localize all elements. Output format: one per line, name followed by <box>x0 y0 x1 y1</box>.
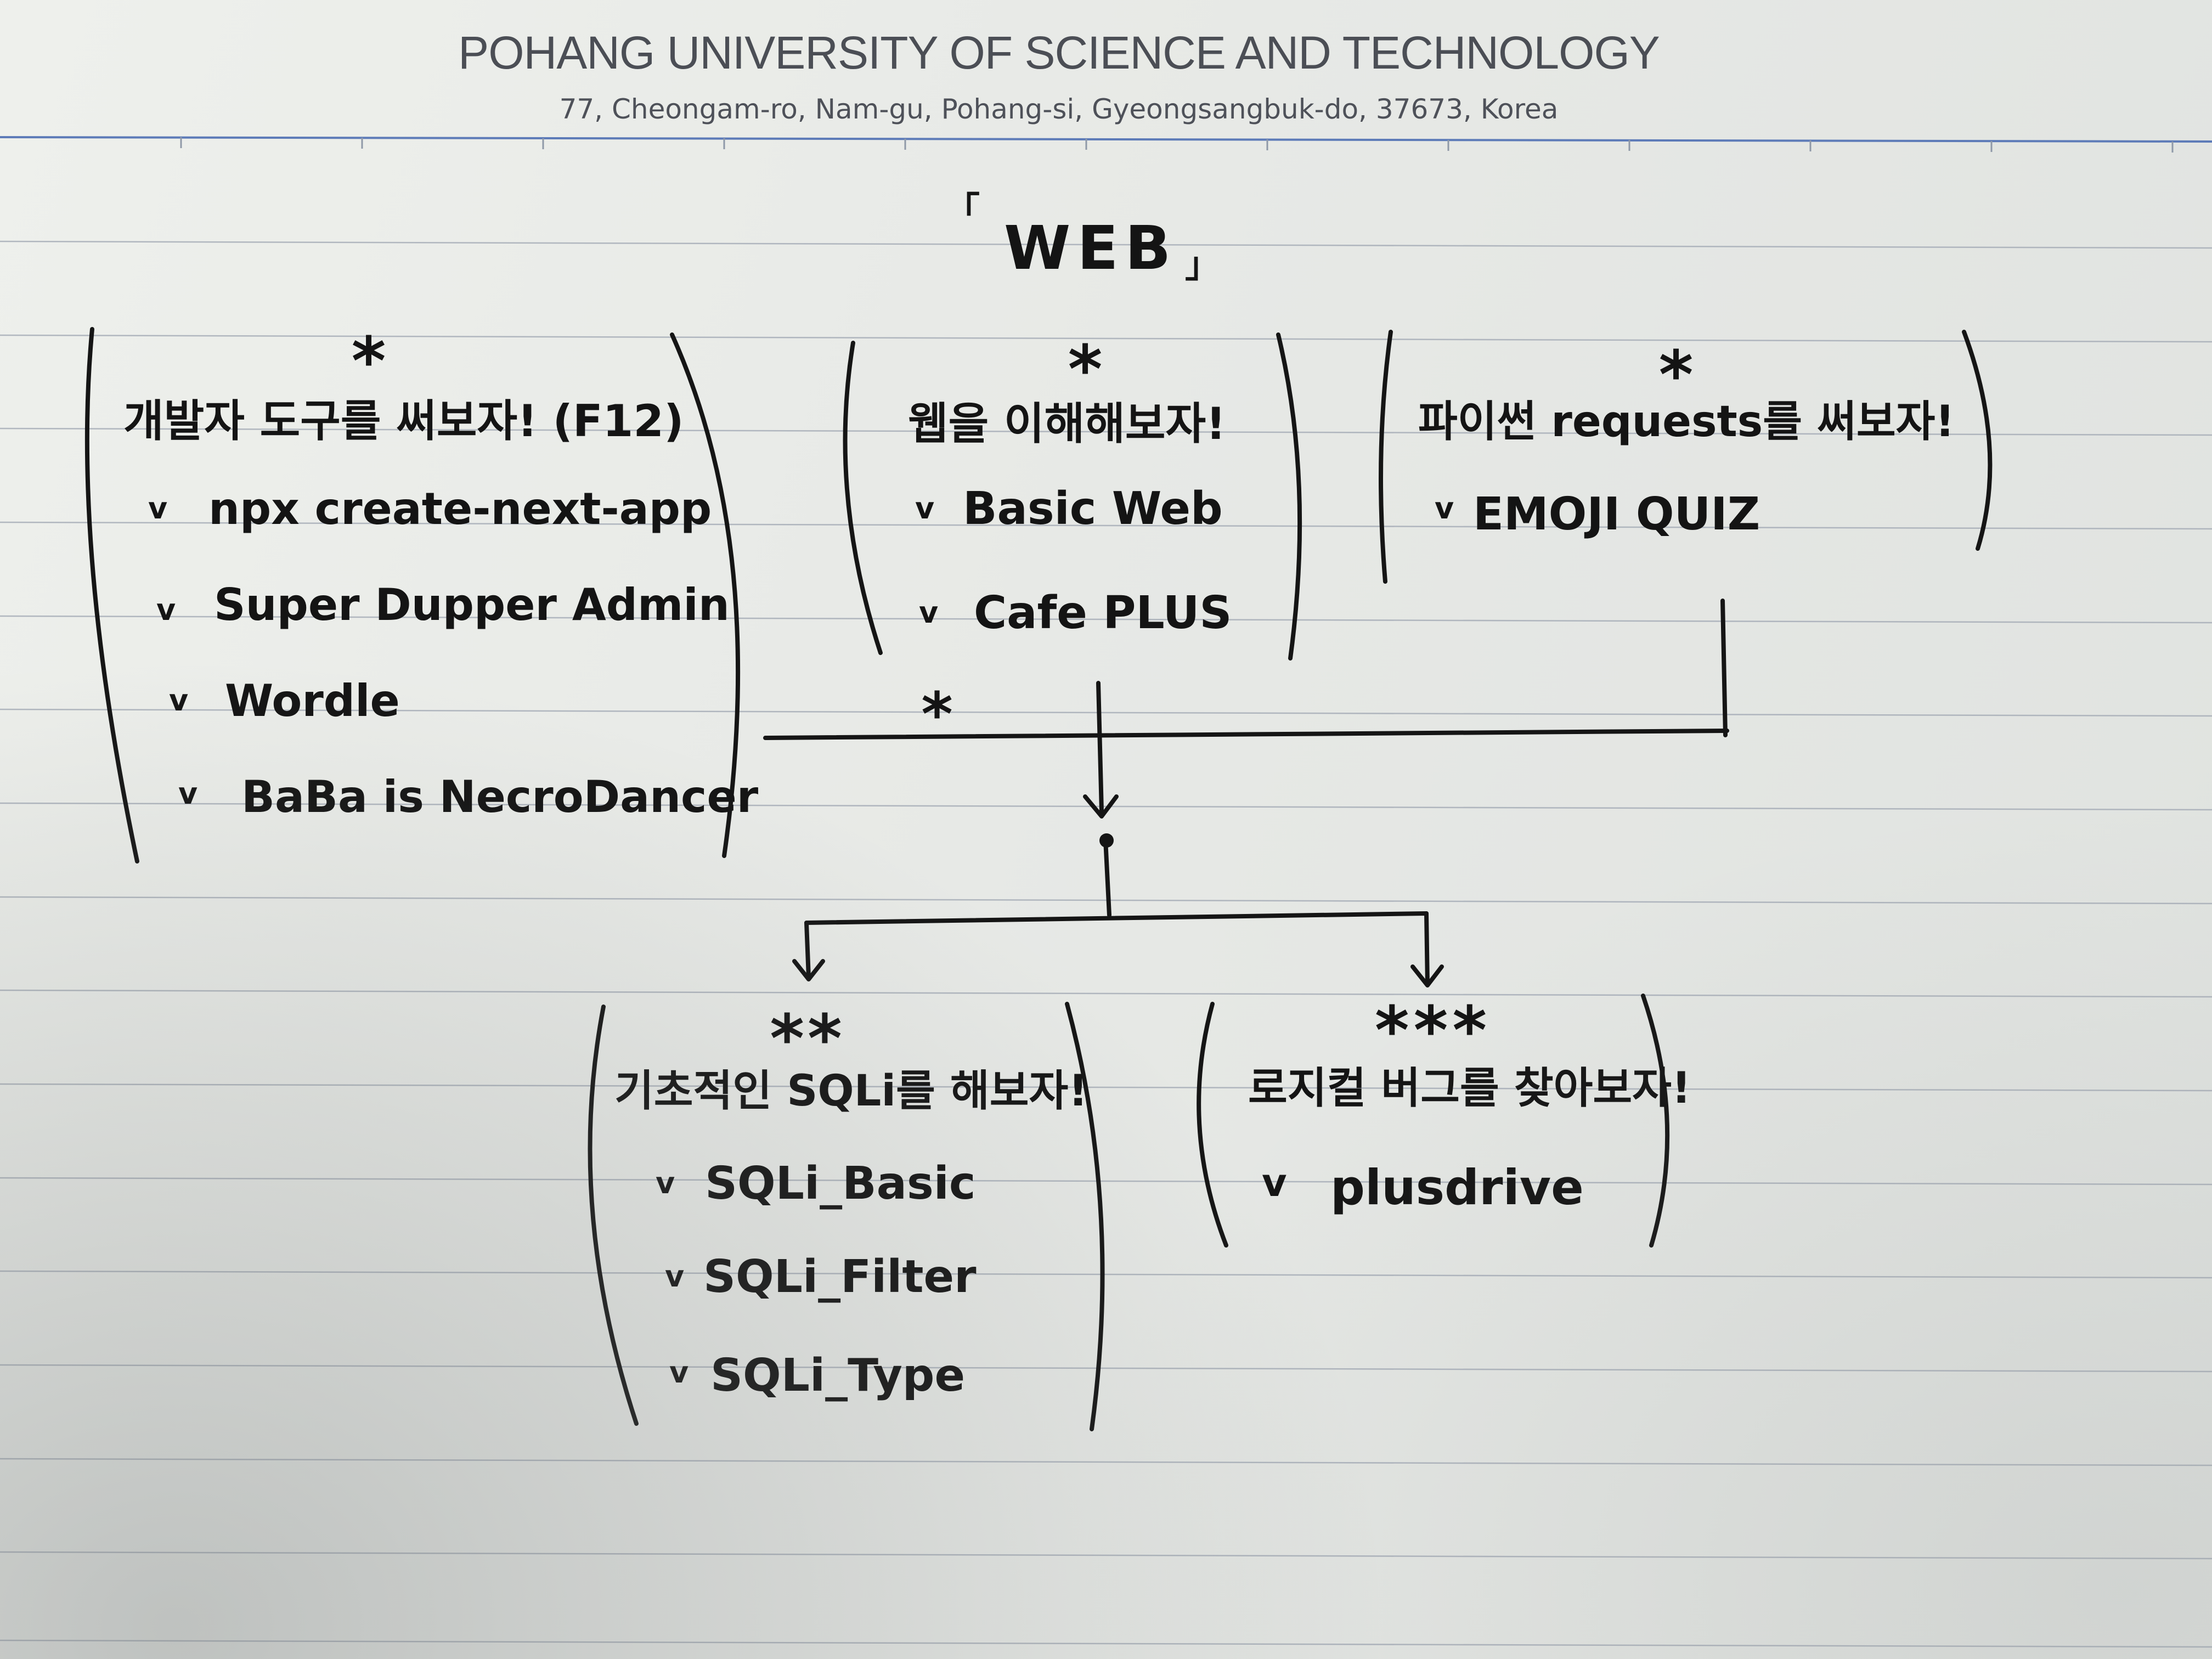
node-basic-sqli: ** 기초적인 SQLi를 해보자! v SQLi_Basic v SQLi_F… <box>614 1001 1088 1402</box>
difficulty-stars: * <box>1659 337 1694 414</box>
devtools-bracket-right <box>670 332 741 858</box>
split-stem <box>1103 837 1111 917</box>
sqli-arrow-head <box>792 959 825 981</box>
web-bracket-right <box>1276 332 1302 661</box>
logic-bracket-right <box>1641 994 1670 1248</box>
requests-bracket-right <box>1962 330 1993 551</box>
item-sqli-filter: SQLi_Filter <box>703 1251 977 1303</box>
node-heading: 개발자 도구를 써보자! (F12) <box>123 396 684 447</box>
node-heading: 웹을 이해해보자! <box>908 398 1226 449</box>
split-bar <box>804 911 1429 925</box>
difficulty-stars: * <box>1068 332 1103 408</box>
item-cafe-plus: Cafe PLUS <box>974 587 1232 639</box>
title-close-bracket: 」 <box>1185 245 1220 286</box>
center-arrow-head <box>1083 794 1119 819</box>
check-mark: v <box>169 683 188 718</box>
extra-star: * <box>921 679 953 749</box>
check-mark: v <box>915 491 934 526</box>
logic-bracket-left <box>1197 1002 1228 1248</box>
node-heading: 기초적인 SQLi를 해보자! <box>614 1066 1088 1116</box>
devtools-bracket-left <box>84 327 139 864</box>
node-logic-bug: *** 로지컬 버그를 찾아보자! v plusdrive <box>1248 993 1691 1216</box>
item-wordle: Wordle <box>225 675 400 726</box>
item-basic-web: Basic Web <box>963 483 1223 535</box>
university-name: POHANG UNIVERSITY OF SCIENCE AND TECHNOL… <box>458 27 1660 78</box>
junction-dot <box>1099 833 1114 848</box>
item-sqli-type: SQLi_Type <box>710 1350 965 1402</box>
check-mark: v <box>156 592 176 627</box>
item-plusdrive: plusdrive <box>1330 1159 1584 1216</box>
requests-bracket-left <box>1379 330 1393 584</box>
web-bracket-left <box>843 341 883 655</box>
sqli-bracket-left <box>588 1005 639 1426</box>
node-heading: 로지컬 버그를 찾아보자! <box>1248 1064 1691 1113</box>
center-down-line <box>1096 681 1104 814</box>
logic-arrow-head <box>1410 964 1444 988</box>
header-rule <box>0 136 2212 143</box>
check-mark: v <box>178 776 198 811</box>
check-mark: v <box>919 595 938 630</box>
item-super-dupper-admin: Super Dupper Admin <box>214 579 730 630</box>
item-npx-create-next-app: npx create-next-app <box>208 483 712 534</box>
university-address: 77, Cheongam-ro, Nam-gu, Pohang-si, Gyeo… <box>559 93 1559 125</box>
check-mark: v <box>1262 1160 1287 1205</box>
check-mark: v <box>656 1166 675 1200</box>
diagram-title: WEB <box>1004 213 1177 283</box>
difficulty-stars: ** <box>770 1001 845 1077</box>
sqli-bracket-right <box>1065 1002 1105 1431</box>
title-open-bracket: 「 <box>945 190 980 231</box>
item-emoji-quiz: EMOJI QUIZ <box>1473 488 1760 540</box>
sqli-drop-line <box>804 921 811 980</box>
check-mark: v <box>148 491 167 526</box>
item-sqli-basic: SQLi_Basic <box>705 1158 975 1210</box>
logic-drop-line <box>1424 911 1430 987</box>
node-devtools: * 개발자 도구를 써보자! (F12) v npx create-next-a… <box>123 324 759 822</box>
node-understand-web: * 웹을 이해해보자! v Basic Web v Cafe PLUS * <box>908 332 1232 749</box>
requests-drop-line <box>1720 599 1728 737</box>
difficulty-stars: *** <box>1375 993 1491 1069</box>
check-mark: v <box>665 1259 684 1294</box>
difficulty-stars: * <box>352 324 386 400</box>
merge-bar <box>763 729 1729 740</box>
node-python-requests: * 파이썬 requests를 써보자! v EMOJI QUIZ <box>1418 337 1955 540</box>
item-baba-is-necrodancer: BaBa is NecroDancer <box>241 771 759 822</box>
ruler-ticks <box>180 137 2174 153</box>
node-heading: 파이썬 requests를 써보자! <box>1418 397 1955 447</box>
check-mark: v <box>669 1355 689 1390</box>
check-mark: v <box>1435 491 1454 526</box>
ruling <box>0 240 2212 1648</box>
